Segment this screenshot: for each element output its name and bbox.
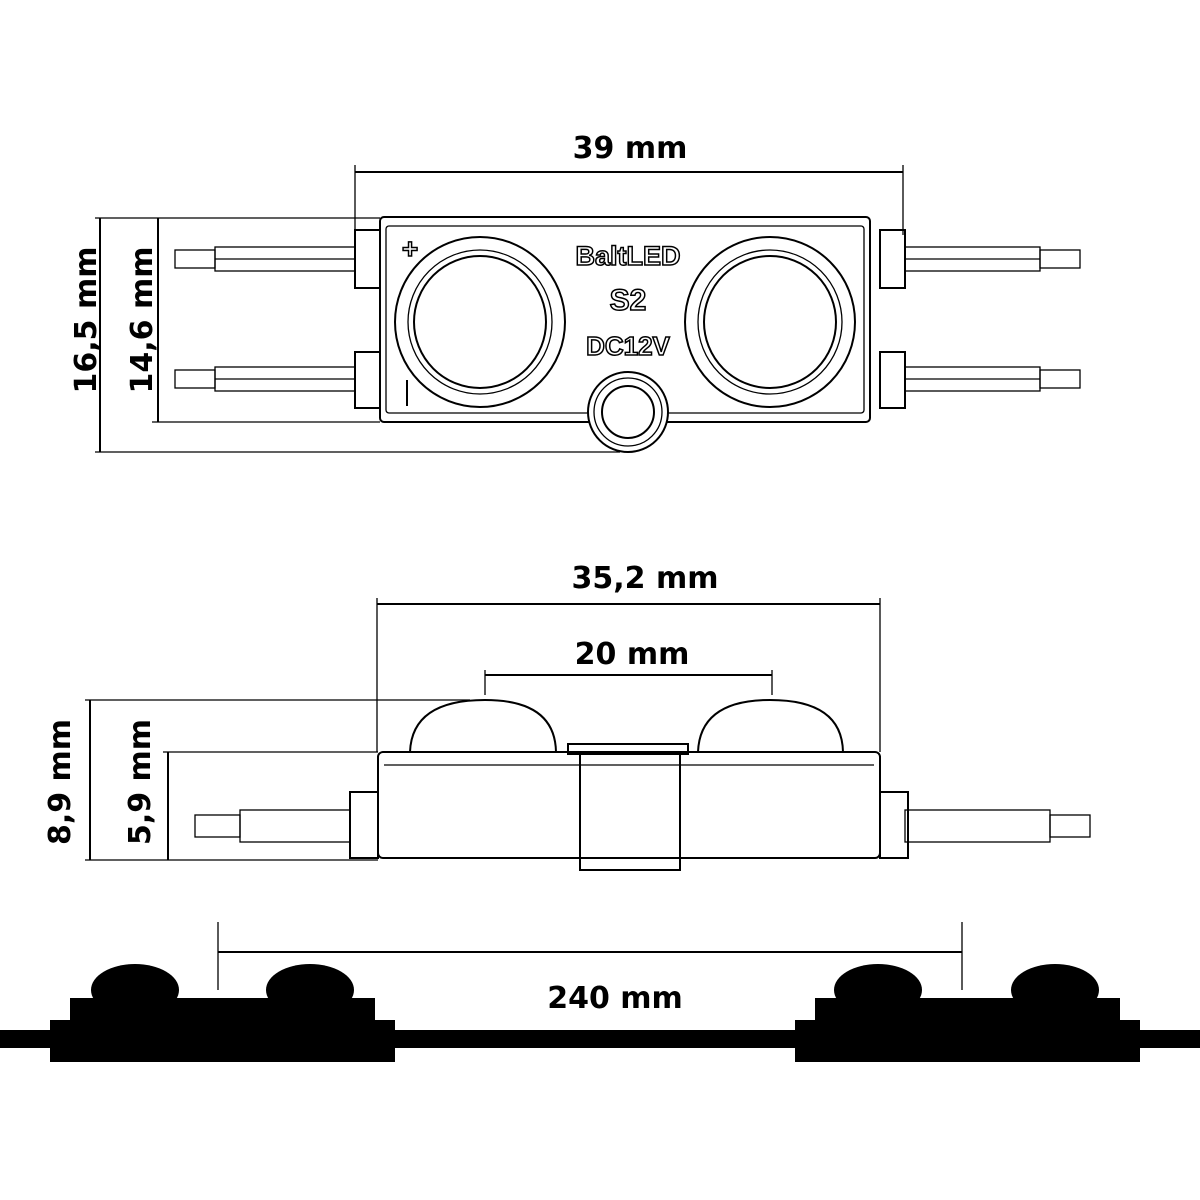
side-view: 35,2 mm 20 mm 8,9 mm 5,9 mm bbox=[43, 561, 1091, 871]
outer-height-label: 16,5 mm bbox=[69, 247, 104, 394]
body-length-label: 35,2 mm bbox=[572, 561, 719, 596]
side-module-body bbox=[377, 751, 881, 859]
led-lens-right bbox=[684, 236, 856, 408]
spacing-label: 240 mm bbox=[547, 981, 683, 1016]
chain-view: 240 mm bbox=[0, 922, 1200, 1062]
lens-dome-right bbox=[697, 698, 844, 753]
chain-module-left bbox=[50, 964, 395, 1062]
chain-module-right bbox=[795, 964, 1140, 1062]
plus-polarity-mark: + bbox=[402, 233, 418, 264]
lens-pitch-label: 20 mm bbox=[575, 637, 690, 672]
connector-block bbox=[579, 751, 681, 871]
total-height-label: 8,9 mm bbox=[43, 719, 78, 845]
model-label: S2 bbox=[610, 284, 647, 317]
wires-right bbox=[904, 246, 1081, 392]
wires-left bbox=[174, 246, 356, 392]
body-height-label: 5,9 mm bbox=[123, 719, 158, 845]
voltage-label: DC12V bbox=[586, 331, 670, 361]
mounting-hole bbox=[587, 371, 669, 453]
width-dimension-label: 39 mm bbox=[573, 131, 688, 166]
led-lens-left bbox=[394, 236, 566, 408]
top-view: 39 mm bbox=[69, 131, 1081, 453]
brand-label: BaltLED bbox=[575, 241, 680, 271]
inner-height-label: 14,6 mm bbox=[125, 247, 160, 394]
lens-dome-left bbox=[409, 698, 557, 753]
